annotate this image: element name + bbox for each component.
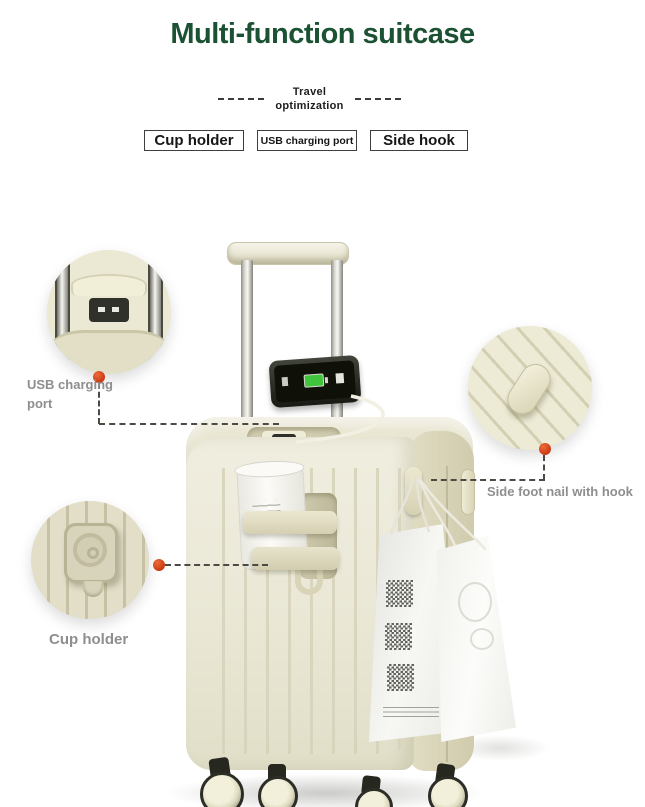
callout-foot-nail-closeup: [468, 326, 592, 450]
qr-code-icon: [385, 623, 412, 650]
base-detail: [47, 330, 171, 374]
qr-code-icon: [387, 664, 414, 691]
spinner-wheel: [258, 776, 298, 807]
cup-sketch-icon: [458, 582, 492, 622]
page-title: Multi-function suitcase: [170, 18, 475, 50]
handle-pole-left: [241, 260, 253, 430]
battery-charging-icon: [303, 373, 325, 388]
cup-holder-lid-detail: [64, 523, 118, 583]
qr-code-icon: [386, 580, 413, 607]
feature-boxes: Cup holder USB charging port Side hook: [144, 130, 468, 151]
cup-holder-strap-upper: [243, 511, 337, 534]
subtitle-dash-left-icon: [218, 98, 265, 101]
cup-holder-notch: [83, 581, 103, 597]
shopping-bag-plain: [436, 536, 516, 742]
feature-box-usb-charging-port: USB charging port: [257, 130, 357, 151]
subtitle-line1: Travel: [292, 86, 327, 98]
feature-box-side-hook: Side hook: [370, 130, 468, 151]
leader-line-usb-vertical: [98, 383, 100, 424]
cup-holder-loop: [295, 569, 323, 595]
side-foot-nail: [461, 469, 475, 515]
side-hook: [405, 467, 422, 515]
leader-line-side-vertical: [543, 455, 545, 480]
lid-detail: [71, 274, 147, 296]
cup-holder-strap-lower: [251, 547, 339, 570]
phone-screen-element: [335, 372, 345, 384]
cup-sketch-icon: [470, 628, 494, 650]
leader-line-cup-horizontal: [165, 564, 268, 566]
subtitle-text: Travel optimization: [275, 85, 343, 114]
subtitle-dash-right-icon: [354, 98, 401, 101]
annotation-label-usb: USB charging port: [27, 377, 113, 411]
cup-holder-ring-inner: [87, 547, 99, 559]
annotation-label-side-foot: Side foot nail with hook: [487, 484, 633, 499]
subtitle-line2: optimization: [275, 100, 344, 113]
spinner-wheel: [200, 772, 244, 807]
leader-line-usb-horizontal: [99, 423, 279, 425]
cup-holder-ring: [73, 533, 107, 567]
feature-box-cup-holder: Cup holder: [144, 130, 244, 151]
callout-cup-holder-closeup: [31, 501, 149, 619]
subtitle: Travel optimization: [0, 85, 632, 114]
leader-line-side-horizontal: [431, 479, 545, 481]
annotation-dot-side-foot: [539, 443, 551, 455]
handle-pole-right: [331, 260, 343, 430]
callout-usb-port-closeup: [47, 250, 171, 374]
spinner-wheel: [428, 776, 468, 807]
telescopic-handle-grip: [227, 242, 349, 265]
smartphone: [268, 354, 362, 409]
annotation-dot-usb: [93, 371, 105, 383]
usb-port-detail-icon: [89, 298, 129, 322]
phone-screen-element: [281, 376, 289, 387]
bag-fine-print: [383, 704, 439, 717]
annotation-dot-cup: [153, 559, 165, 571]
annotation-label-cup: Cup holder: [49, 631, 129, 648]
